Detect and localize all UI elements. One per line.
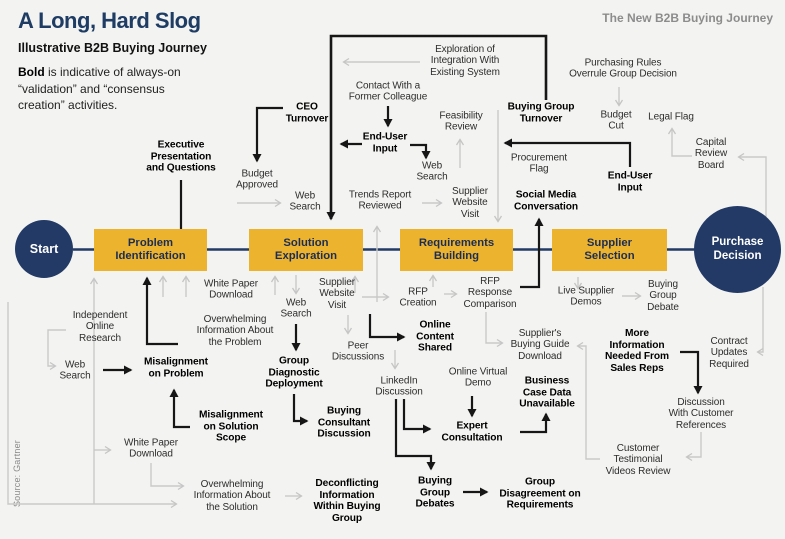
node-overwhelming-info-solution: Overwhelming Information About the Solut… <box>193 478 271 513</box>
node-more-information-needed: More Information Needed From Sales Reps <box>605 327 669 374</box>
node-business-case-unavailable: Business Case Data Unavailable <box>519 375 575 410</box>
node-independent-online-research: Independent Online Research <box>72 309 128 344</box>
node-rfp-creation: RFP Creation <box>399 286 437 309</box>
node-buying-consultant-discussion: Buying Consultant Discussion <box>317 405 371 440</box>
node-web-search-left: Web Search <box>59 359 91 382</box>
source-credit: Source: Gartner <box>12 440 22 508</box>
node-online-content-shared: Online Content Shared <box>416 319 454 354</box>
node-supplier-website-visit-se: Supplier Website Visit <box>319 276 355 311</box>
journey-tagline: The New B2B Buying Journey <box>602 11 773 25</box>
node-end-user-input-left: End-User Input <box>362 131 408 154</box>
node-supplier-website-visit-rb: Supplier Website Visit <box>452 185 488 220</box>
page-title: A Long, Hard Slog <box>18 8 201 33</box>
node-legal-flag: Legal Flag <box>648 111 694 123</box>
stage-solution-exploration: Solution Exploration <box>249 229 363 271</box>
node-discussion-customer-references: Discussion With Customer References <box>668 396 734 431</box>
node-deconflicting-information: Deconflicting Information Within Buying … <box>313 477 381 524</box>
node-web-search-se: Web Search <box>289 190 321 213</box>
node-buying-group-debate: Buying Group Debate <box>647 278 679 313</box>
purchase-decision-node: Purchase Decision <box>694 206 781 293</box>
legend-note-bold: Bold <box>18 65 45 79</box>
node-purchasing-rules: Purchasing Rules Overrule Group Decision <box>569 57 677 80</box>
node-online-virtual-demo: Online Virtual Demo <box>448 366 508 389</box>
node-rfp-response-comparison: RFP Response Comparison <box>463 275 517 310</box>
node-trends-report: Trends Report Reviewed <box>348 189 412 212</box>
node-social-media-conversation: Social Media Conversation <box>514 189 578 212</box>
stage-supplier-selection: Supplier Selection <box>552 229 667 271</box>
node-procurement-flag: Procurement Flag <box>510 152 568 175</box>
node-end-user-input-right: End-User Input <box>607 170 653 193</box>
node-capital-review-board: Capital Review Board <box>694 136 728 171</box>
start-node: Start <box>15 220 73 278</box>
node-misalignment-solution-scope: Misalignment on Solution Scope <box>199 409 263 444</box>
node-exploration-integration: Exploration of Integration With Existing… <box>430 43 500 78</box>
node-contact-former-colleague: Contact With a Former Colleague <box>348 80 428 103</box>
node-live-supplier-demos: Live Supplier Demos <box>557 285 615 308</box>
node-misalignment-on-problem: Misalignment on Problem <box>144 356 208 379</box>
node-web-search-top: Web Search <box>416 160 448 183</box>
node-executive-presentation: Executive Presentation and Questions <box>146 139 216 174</box>
node-contract-updates-required: Contract Updates Required <box>709 335 749 370</box>
node-feasibility-review: Feasibility Review <box>439 110 483 133</box>
node-budget-approved: Budget Approved <box>235 168 279 191</box>
node-ceo-turnover: CEO Turnover <box>285 101 329 124</box>
stage-requirements-building: Requirements Building <box>400 229 513 271</box>
node-expert-consultation: Expert Consultation <box>441 420 503 443</box>
node-linkedin-discussion: LinkedIn Discussion <box>375 375 423 398</box>
node-peer-discussions: Peer Discussions <box>331 340 385 363</box>
node-buying-group-turnover: Buying Group Turnover <box>507 101 575 124</box>
node-group-diagnostic-deployment: Group Diagnostic Deployment <box>265 355 323 390</box>
node-budget-cut: Budget Cut <box>600 109 632 132</box>
node-white-paper-download-lower: White Paper Download <box>124 437 178 460</box>
node-group-disagreement: Group Disagreement on Requirements <box>499 476 581 511</box>
legend-note: Bold is indicative of always-on “validat… <box>18 64 208 114</box>
node-customer-testimonial-videos: Customer Testimonial Videos Review <box>605 442 671 477</box>
stage-problem-identification: Problem Identification <box>94 229 207 271</box>
node-buying-group-debates: Buying Group Debates <box>415 475 455 510</box>
node-white-paper-download-pi: White Paper Download <box>204 278 258 301</box>
node-suppliers-buying-guide: Supplier's Buying Guide Download <box>510 327 570 362</box>
node-overwhelming-info-problem: Overwhelming Information About the Probl… <box>196 313 274 348</box>
legend-note-rest: is indicative of always-on “validation” … <box>18 65 181 113</box>
page-subtitle: Illustrative B2B Buying Journey <box>18 41 207 55</box>
node-web-search-mid: Web Search <box>280 297 312 320</box>
